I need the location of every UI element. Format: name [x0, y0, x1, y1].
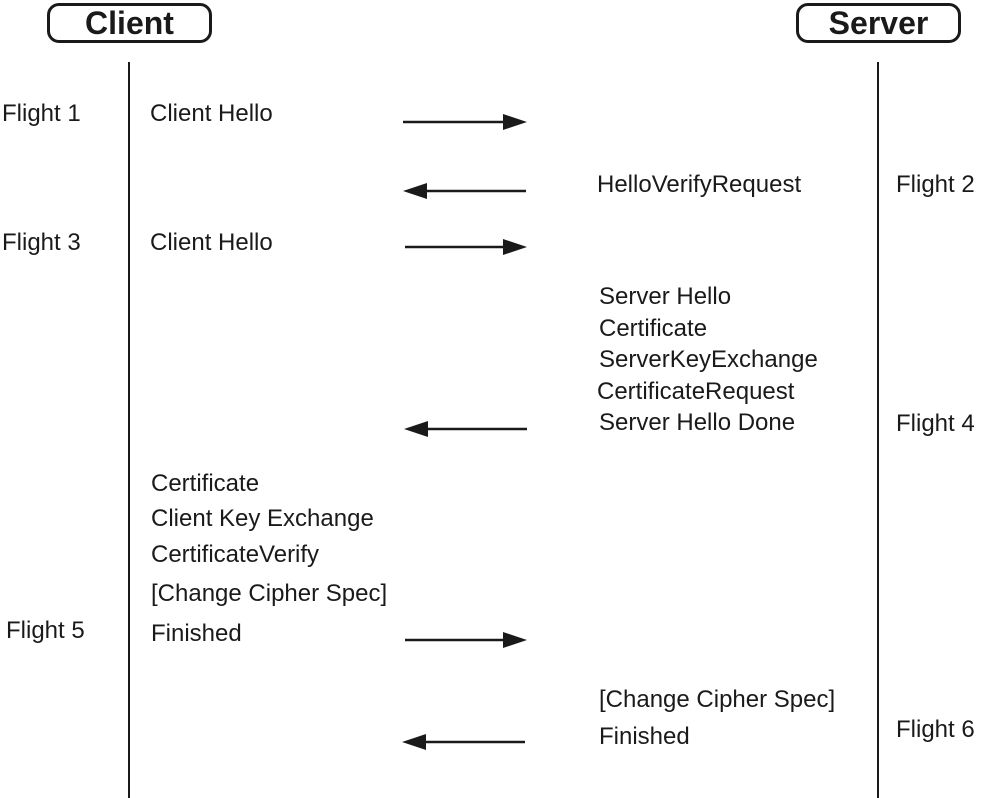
client-actor-box: Client — [47, 3, 212, 43]
message-server-change-cipher-spec: [Change Cipher Spec] — [599, 686, 836, 713]
arrow-flight-1 — [403, 114, 527, 130]
server-actor-box: Server — [796, 3, 961, 43]
message-certificate-request: CertificateRequest — [597, 378, 795, 405]
message-client-hello-2: Client Hello — [150, 229, 273, 256]
message-client-finished: Finished — [151, 620, 242, 647]
arrow-flight-4 — [404, 421, 527, 437]
message-server-hello: Server Hello — [599, 283, 732, 310]
arrow-flight-3 — [405, 239, 527, 255]
arrow-flight-6 — [402, 734, 525, 750]
server-lifeline — [877, 62, 879, 798]
flight-2-label: Flight 2 — [896, 171, 975, 198]
flight-4-label: Flight 4 — [896, 410, 975, 437]
server-actor-label: Server — [828, 4, 929, 41]
client-actor-label: Client — [85, 4, 174, 41]
message-server-finished: Finished — [599, 723, 690, 750]
flight-1-label: Flight 1 — [2, 100, 81, 127]
flight-6-label: Flight 6 — [896, 716, 975, 743]
arrow-flight-5 — [405, 632, 527, 648]
flight-5-label: Flight 5 — [6, 617, 85, 644]
message-certificate-verify: CertificateVerify — [151, 541, 320, 568]
flight-3-label: Flight 3 — [2, 229, 81, 256]
message-hello-verify-request: HelloVerifyRequest — [597, 171, 802, 198]
client-lifeline — [128, 62, 130, 798]
message-server-hello-done: Server Hello Done — [599, 409, 796, 436]
message-client-change-cipher-spec: [Change Cipher Spec] — [151, 580, 388, 607]
arrow-flight-2 — [403, 183, 526, 199]
message-server-key-exchange: ServerKeyExchange — [599, 346, 818, 373]
message-client-key-exchange: Client Key Exchange — [151, 505, 374, 532]
message-server-certificate: Certificate — [599, 315, 708, 342]
message-client-hello-1: Client Hello — [150, 100, 273, 127]
message-client-certificate: Certificate — [151, 470, 260, 497]
